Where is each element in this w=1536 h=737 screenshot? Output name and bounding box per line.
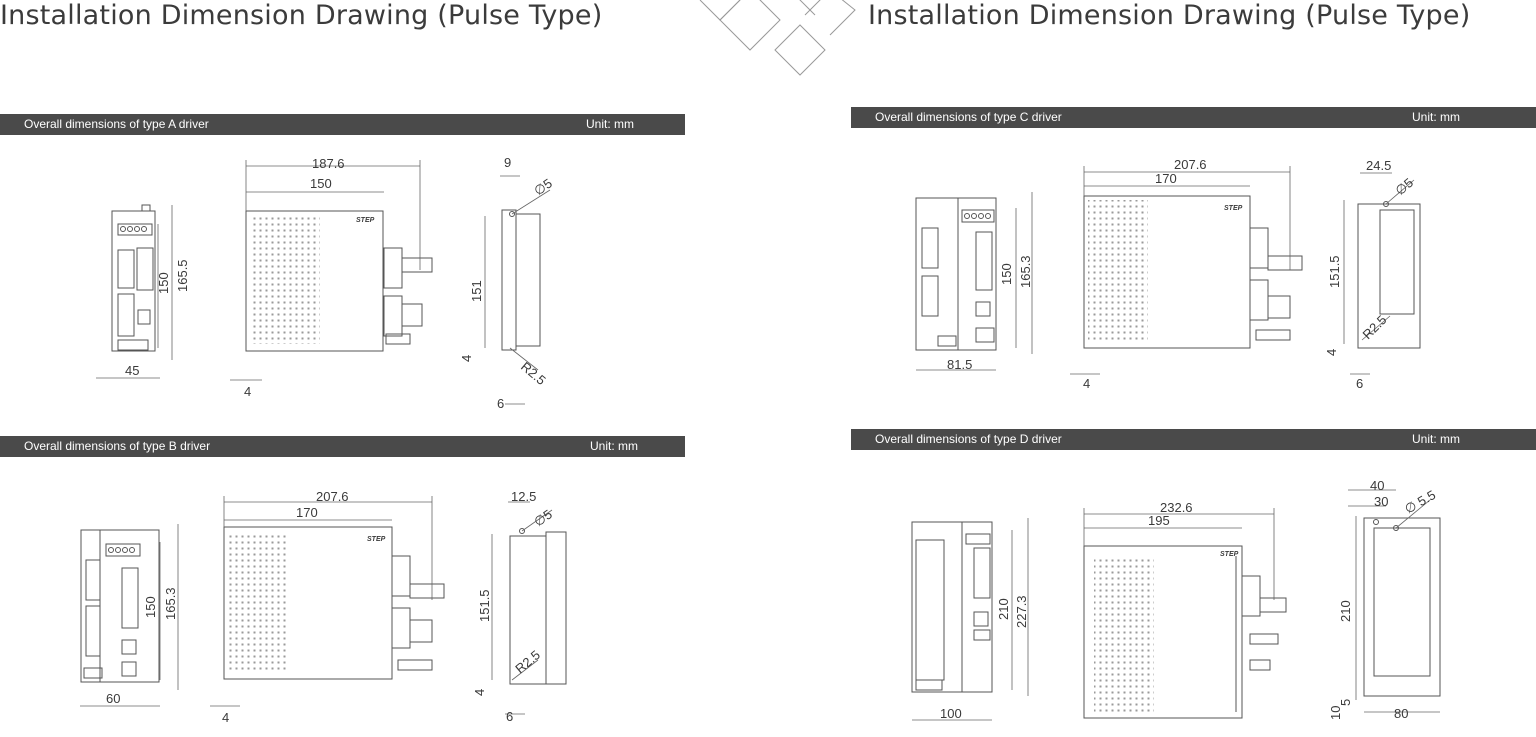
type-a-rear-height: 151 — [469, 280, 484, 302]
type-b-side-length-outer: 207.6 — [316, 489, 349, 504]
type-b-front-height-inner: 150 — [143, 596, 158, 618]
section-bar-b: Overall dimensions of type B driver Unit… — [0, 436, 685, 457]
type-c-rear-view — [1343, 172, 1421, 375]
type-b-front-width: 60 — [106, 691, 120, 706]
type-c-front-width: 81.5 — [947, 357, 972, 372]
type-a-side-view — [230, 160, 433, 381]
type-d-rear-top-inner: 30 — [1374, 494, 1388, 509]
type-d-front-height-outer: 227.3 — [1014, 595, 1029, 628]
type-a-side-offset: 4 — [244, 384, 251, 399]
type-d-rear-top-outer: 40 — [1370, 478, 1384, 493]
type-c-side-label: STEP — [1224, 205, 1243, 212]
type-d-rear-width: 80 — [1394, 706, 1408, 721]
page-title-right: Installation Dimension Drawing (Pulse Ty… — [868, 0, 1471, 31]
type-a-rear-top: 9 — [504, 155, 511, 170]
type-a-rear-depth: 6 — [497, 396, 504, 411]
type-a-front-height-inner: 150 — [156, 272, 171, 294]
section-label-a: Overall dimensions of type A driver — [24, 117, 209, 131]
type-a-rear-bottom: 4 — [459, 355, 474, 362]
type-d-side-view — [1083, 508, 1287, 719]
section-bar-a: Overall dimensions of type A driver Unit… — [0, 114, 685, 135]
type-b-rear-height: 151.5 — [477, 589, 492, 622]
section-bar-d: Overall dimensions of type D driver Unit… — [851, 429, 1536, 450]
section-label-c: Overall dimensions of type C driver — [875, 110, 1062, 124]
type-d-rear-small: 5 — [1338, 699, 1353, 706]
type-a-side-label: STEP — [356, 217, 375, 224]
type-b-side-label: STEP — [367, 536, 386, 543]
type-b-rear-top: 12.5 — [511, 489, 536, 504]
type-b-rear-depth: 6 — [506, 709, 513, 724]
type-c-rear-height: 151.5 — [1327, 255, 1342, 288]
type-c-front-height-outer: 165.3 — [1018, 255, 1033, 288]
type-a-front-view — [96, 204, 173, 379]
type-c-front-height-inner: 150 — [999, 263, 1014, 285]
type-d-side-label: STEP — [1220, 551, 1239, 558]
type-c-side-view — [1070, 166, 1303, 375]
type-b-side-length-inner: 170 — [296, 505, 318, 520]
unit-label-b: Unit: mm — [590, 439, 638, 453]
type-b-side-view — [210, 496, 445, 707]
type-d-front-width: 100 — [940, 706, 962, 721]
unit-label-c: Unit: mm — [1412, 110, 1460, 124]
type-b-side-offset: 4 — [222, 710, 229, 725]
unit-label-d: Unit: mm — [1412, 432, 1460, 446]
type-c-rear-top: 24.5 — [1366, 158, 1391, 173]
type-c-front-view — [915, 192, 1033, 371]
section-bar-c: Overall dimensions of type C driver Unit… — [851, 107, 1536, 128]
type-a-front-height-outer: 165.5 — [175, 259, 190, 292]
type-c-side-length-outer: 207.6 — [1174, 157, 1207, 172]
type-d-rear-hole: ∅ 5.5 — [1402, 487, 1438, 516]
type-b-rear-view — [491, 501, 567, 715]
type-d-rear-view — [1348, 489, 1441, 713]
page-title-left: Installation Dimension Drawing (Pulse Ty… — [0, 0, 603, 31]
type-a-rear-view — [484, 175, 551, 405]
section-label-b: Overall dimensions of type B driver — [24, 439, 211, 453]
type-d-front-height-inner: 210 — [996, 598, 1011, 620]
type-c-side-offset: 4 — [1083, 376, 1090, 391]
type-b-front-view — [80, 524, 179, 707]
type-b-front-height-outer: 165.3 — [163, 587, 178, 620]
type-d-rear-height: 210 — [1338, 600, 1353, 622]
type-a-side-length-inner: 150 — [310, 176, 332, 191]
type-b-rear-bottom: 4 — [472, 689, 487, 696]
unit-label-a: Unit: mm — [586, 117, 634, 131]
type-a-side-length-outer: 187.6 — [312, 156, 345, 171]
type-d-side-length-outer: 232.6 — [1160, 500, 1193, 515]
type-c-rear-bottom: 4 — [1324, 349, 1339, 356]
type-d-side-length-inner: 195 — [1148, 513, 1170, 528]
type-c-side-length-inner: 170 — [1155, 171, 1177, 186]
type-c-rear-depth: 6 — [1356, 376, 1363, 391]
type-a-front-width: 45 — [125, 363, 139, 378]
section-label-d: Overall dimensions of type D driver — [875, 432, 1062, 446]
type-d-front-view — [911, 518, 1029, 721]
type-d-rear-bottom: 10 — [1328, 706, 1343, 720]
